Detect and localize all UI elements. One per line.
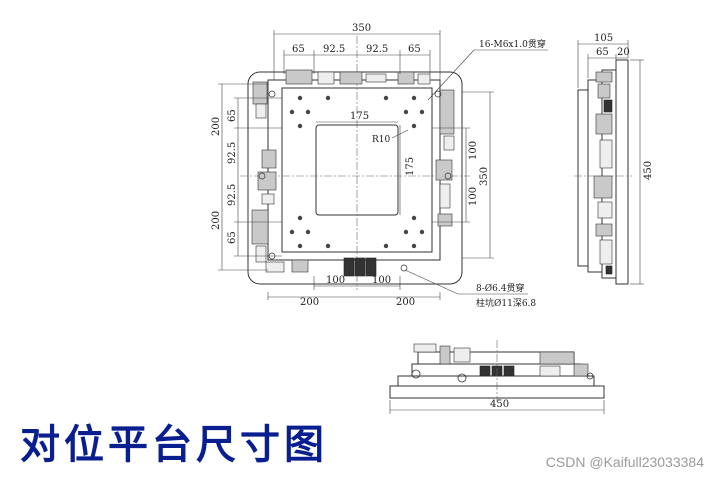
note-tapped-holes: 16-M6x1.0贯穿 <box>479 38 546 50</box>
dim-corner-radius: R10 <box>372 135 391 145</box>
front-tapped-holes <box>289 95 425 249</box>
dim-side-105: 105 <box>594 33 613 44</box>
dim-bottom-200-right: 200 <box>396 297 415 308</box>
dim-left-92-5-top: 92.5 <box>227 142 238 164</box>
dim-right-350: 350 <box>479 167 490 186</box>
dim-top-65-right: 65 <box>408 44 421 55</box>
dim-left-200-top: 200 <box>211 117 222 136</box>
dim-inner-175-height: 175 <box>405 157 416 176</box>
side-base-plate <box>615 59 629 285</box>
dim-top-92-5-right: 92.5 <box>366 44 388 55</box>
dim-bottom-100-right: 100 <box>372 275 391 286</box>
dim-side-65: 65 <box>596 47 609 58</box>
dim-bottom-200-left: 200 <box>300 297 319 308</box>
front-view: 350 65 92.5 92.5 65 16-M6x1.0贯穿 200 200 … <box>211 23 548 309</box>
dim-inner-175-width: 175 <box>350 111 369 122</box>
dim-right-100-top: 100 <box>468 141 479 160</box>
dim-right-100-bottom: 100 <box>468 187 479 206</box>
dim-top-65-left: 65 <box>292 44 305 55</box>
dim-top-92-5-left: 92.5 <box>323 44 345 55</box>
watermark-text: CSDN @Kaifull23033384 <box>545 454 704 470</box>
side-view: 105 65 20 450 <box>574 33 654 285</box>
dim-side-450: 450 <box>643 161 654 180</box>
dim-top-350: 350 <box>352 23 371 34</box>
note-counterbore-line1: 8-Ø6.4贯穿 <box>476 282 524 294</box>
dim-left-65-top: 65 <box>227 109 238 122</box>
dim-left-92-5-bottom: 92.5 <box>227 184 238 206</box>
dim-left-200-bottom: 200 <box>211 211 222 230</box>
bottom-view: 450 <box>389 340 605 414</box>
page-title: 对位平台尺寸图 <box>20 422 328 468</box>
dim-side-20: 20 <box>617 47 630 58</box>
note-counterbore-line2: 柱坑Ø11深6.8 <box>476 297 536 309</box>
dim-bottom-view-450: 450 <box>490 399 509 410</box>
dim-left-65-bottom: 65 <box>227 231 238 244</box>
dim-bottom-100-left: 100 <box>326 275 345 286</box>
